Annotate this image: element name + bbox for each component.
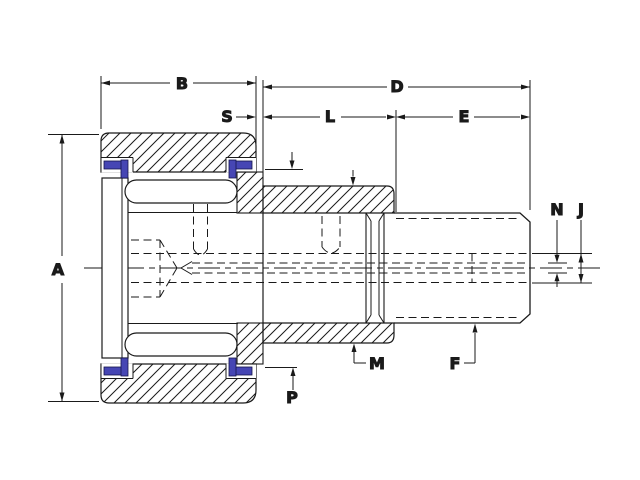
dim-P: P [265, 152, 303, 408]
thread-relief-groove-edges [365, 213, 385, 323]
right-lube-hole-hidden [321, 216, 341, 254]
dim-label-B: B [176, 74, 188, 93]
dim-A: A [48, 134, 99, 402]
dim-label-J: J [577, 200, 584, 219]
dim-M: M [350, 170, 385, 374]
left-lube-hole-hidden [193, 204, 208, 256]
inner-race-rib-bottom [236, 322, 264, 365]
thread-relief-groove-inner [370, 221, 380, 315]
seals [103, 159, 253, 377]
dim-E: E [396, 107, 530, 127]
dim-S: S [221, 107, 272, 127]
dim-label-P: P [286, 388, 298, 407]
dim-label-E: E [459, 107, 470, 126]
dim-label-L: L [325, 107, 335, 126]
needle-rollers [124, 179, 238, 357]
center-hole-drill-point [180, 261, 193, 275]
inner-race-rib-top [236, 171, 264, 214]
dim-label-N: N [550, 200, 563, 219]
dim-L: L [272, 107, 397, 212]
dim-D: D [262, 77, 531, 210]
end-plate [101, 177, 129, 359]
stud-raceway-step-lines [128, 212, 237, 324]
thread-root-lines [396, 218, 518, 318]
seal-top-right [228, 159, 253, 179]
stud-flange-bottom-band [262, 322, 395, 344]
needle-roller-bottom [124, 332, 238, 357]
dim-label-D: D [390, 77, 403, 96]
stud-section [101, 171, 531, 365]
hidden-lines [105, 204, 530, 298]
outer-ring-bottom-band [100, 363, 257, 404]
dim-label-S: S [221, 107, 233, 126]
dim-label-A: A [52, 260, 65, 279]
dim-label-F: F [450, 354, 461, 373]
dim-B: B [100, 74, 257, 151]
dim-label-M: M [369, 354, 385, 373]
dim-F: F [449, 323, 478, 374]
dim-J: J [532, 200, 592, 284]
stud-flange-top-band [262, 185, 395, 214]
seal-bottom-left [103, 357, 129, 377]
seal-top-left [103, 159, 129, 179]
dimensions: B D S L E [48, 74, 592, 408]
threaded-shank-outline [394, 212, 531, 324]
dim-N: N [548, 200, 567, 287]
groove-chamfers [365, 212, 385, 324]
needle-roller-top [124, 179, 238, 204]
seal-bottom-right [228, 357, 253, 377]
